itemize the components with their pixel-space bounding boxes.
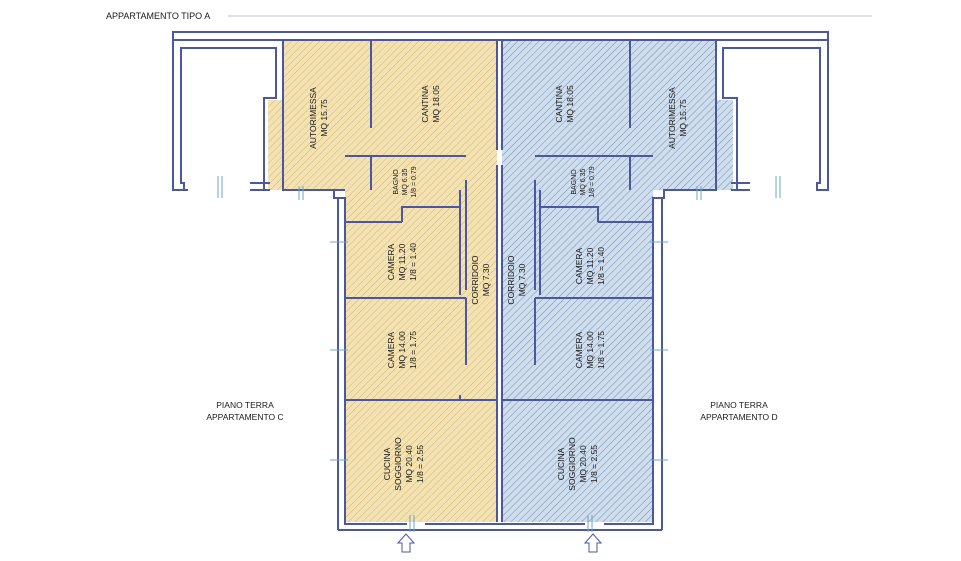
caption-appartamento-c: PIANO TERRA APPARTAMENTO C [206,400,283,422]
room-label-camera1-c: CAMERA MQ 11.20 1/8 = 1.40 [386,243,418,281]
room-label-autorimessa-d: AUTORIMESSA MQ 15.75 [667,87,688,149]
svg-text:APPARTAMENTO D: APPARTAMENTO D [700,412,777,422]
room-label-cantina-c: CANTINA MQ 18.05 [420,85,441,123]
unit-c-fill [268,40,497,522]
svg-text:SOGGIORNO: SOGGIORNO [393,437,403,491]
svg-text:CAMERA: CAMERA [574,247,584,284]
svg-text:CUCINA: CUCINA [556,447,566,480]
svg-text:MQ 6.35: MQ 6.35 [580,168,587,195]
svg-text:1/8 = 1.40: 1/8 = 1.40 [596,247,606,285]
svg-text:1/8 = 1.75: 1/8 = 1.75 [408,331,418,369]
svg-text:MQ 18.05: MQ 18.05 [565,85,575,123]
room-label-camera2-c: CAMERA MQ 14.00 1/8 = 1.75 [386,331,418,369]
openings [217,176,781,532]
svg-text:MQ 14.00: MQ 14.00 [585,331,595,369]
svg-text:CANTINA: CANTINA [420,85,430,123]
svg-text:1/8 = 0.79: 1/8 = 0.79 [589,166,596,197]
svg-text:SOGGIORNO: SOGGIORNO [567,437,577,491]
room-label-soggiorno-d: CUCINA SOGGIORNO MQ 20.40 1/8 = 2.55 [556,437,599,491]
svg-text:APPARTAMENTO C: APPARTAMENTO C [206,412,283,422]
svg-text:PIANO TERRA: PIANO TERRA [710,400,768,410]
caption-appartamento-d: PIANO TERRA APPARTAMENTO D [700,400,777,422]
page-title: APPARTAMENTO TIPO A [106,11,210,21]
svg-text:CAMERA: CAMERA [386,243,396,280]
svg-text:CAMERA: CAMERA [574,331,584,368]
svg-text:MQ 7.30: MQ 7.30 [517,263,527,296]
room-label-corridoio-d: CORRIDOIO MQ 7.30 [506,255,527,305]
entrance-arrow-icon [396,533,416,553]
svg-text:MQ 6.35: MQ 6.35 [402,168,409,195]
svg-text:PIANO TERRA: PIANO TERRA [216,400,274,410]
svg-text:MQ 20.40: MQ 20.40 [578,445,588,483]
svg-text:1/8 = 1.75: 1/8 = 1.75 [596,331,606,369]
svg-text:1/8 = 2.55: 1/8 = 2.55 [415,445,425,483]
svg-text:MQ 11.20: MQ 11.20 [585,247,595,284]
svg-text:CORRIDOIO: CORRIDOIO [470,255,480,305]
svg-text:BAGNO: BAGNO [393,169,400,195]
svg-text:1/8 = 1.40: 1/8 = 1.40 [408,243,418,281]
room-label-bagno-c: BAGNO MQ 6.35 1/8 = 0.79 [393,166,418,197]
room-label-cantina-d: CANTINA MQ 18.05 [554,85,575,123]
svg-text:BAGNO: BAGNO [571,169,578,195]
room-label-autorimessa-c: AUTORIMESSA MQ 15.75 [308,87,329,149]
svg-text:AUTORIMESSA: AUTORIMESSA [667,87,677,149]
svg-text:1/8 = 2.55: 1/8 = 2.55 [589,445,599,483]
room-label-bagno-d: BAGNO MQ 6.35 1/8 = 0.79 [571,166,596,197]
svg-text:1/8 = 0.79: 1/8 = 0.79 [411,166,418,197]
room-label-corridoio-c: CORRIDOIO MQ 7.30 [470,255,491,305]
svg-text:MQ 11.20: MQ 11.20 [397,243,407,280]
svg-text:CANTINA: CANTINA [554,85,564,123]
svg-text:MQ 15.75: MQ 15.75 [319,99,329,137]
room-label-camera2-d: CAMERA MQ 14.00 1/8 = 1.75 [574,331,606,369]
entrance-arrow-icon [583,533,603,553]
svg-text:CUCINA: CUCINA [382,447,392,480]
room-label-soggiorno-c: CUCINA SOGGIORNO MQ 20.40 1/8 = 2.55 [382,437,425,491]
unit-d-fill [502,40,733,522]
svg-text:MQ 18.05: MQ 18.05 [431,85,441,123]
svg-text:MQ 15.75: MQ 15.75 [678,99,688,137]
svg-text:MQ 14.00: MQ 14.00 [397,331,407,369]
room-label-camera1-d: CAMERA MQ 11.20 1/8 = 1.40 [574,247,606,285]
svg-text:MQ 7.30: MQ 7.30 [481,263,491,296]
svg-text:CORRIDOIO: CORRIDOIO [506,255,516,305]
svg-text:AUTORIMESSA: AUTORIMESSA [308,87,318,149]
svg-text:CAMERA: CAMERA [386,331,396,368]
walls [172,31,829,531]
svg-text:MQ 20.40: MQ 20.40 [404,445,414,483]
